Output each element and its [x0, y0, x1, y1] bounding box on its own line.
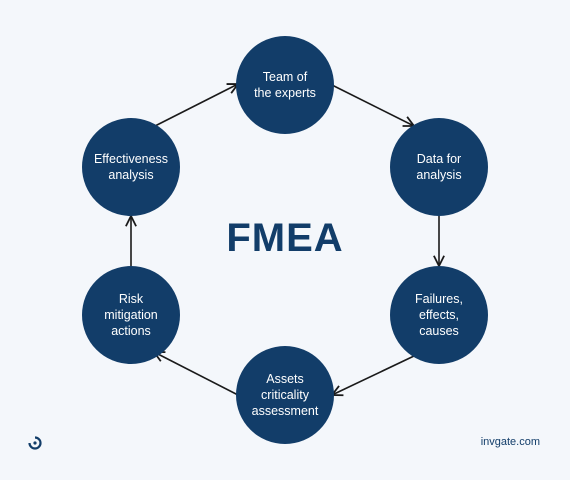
- arrow-team-to-data: [331, 84, 414, 126]
- step-failures-effects-causes: Failures, effects, causes: [390, 266, 488, 364]
- diagram-title: FMEA: [226, 216, 344, 260]
- step-data-for-analysis: Data for analysis: [390, 118, 488, 216]
- step-risk-mitigation-actions: Risk mitigation actions: [82, 266, 180, 364]
- arrow-failures-to-assets: [332, 355, 415, 395]
- step-team-of-experts: Team of the experts: [236, 36, 334, 134]
- brand-url: invgate.com: [480, 436, 540, 448]
- arrow-effectiveness-to-team: [154, 84, 238, 127]
- logo-icon: [28, 436, 42, 450]
- step-effectiveness-analysis: Effectiveness analysis: [82, 118, 180, 216]
- arrow-assets-to-risk: [154, 352, 239, 396]
- step-assets-criticality-assessment: Assets criticality assessment: [236, 346, 334, 444]
